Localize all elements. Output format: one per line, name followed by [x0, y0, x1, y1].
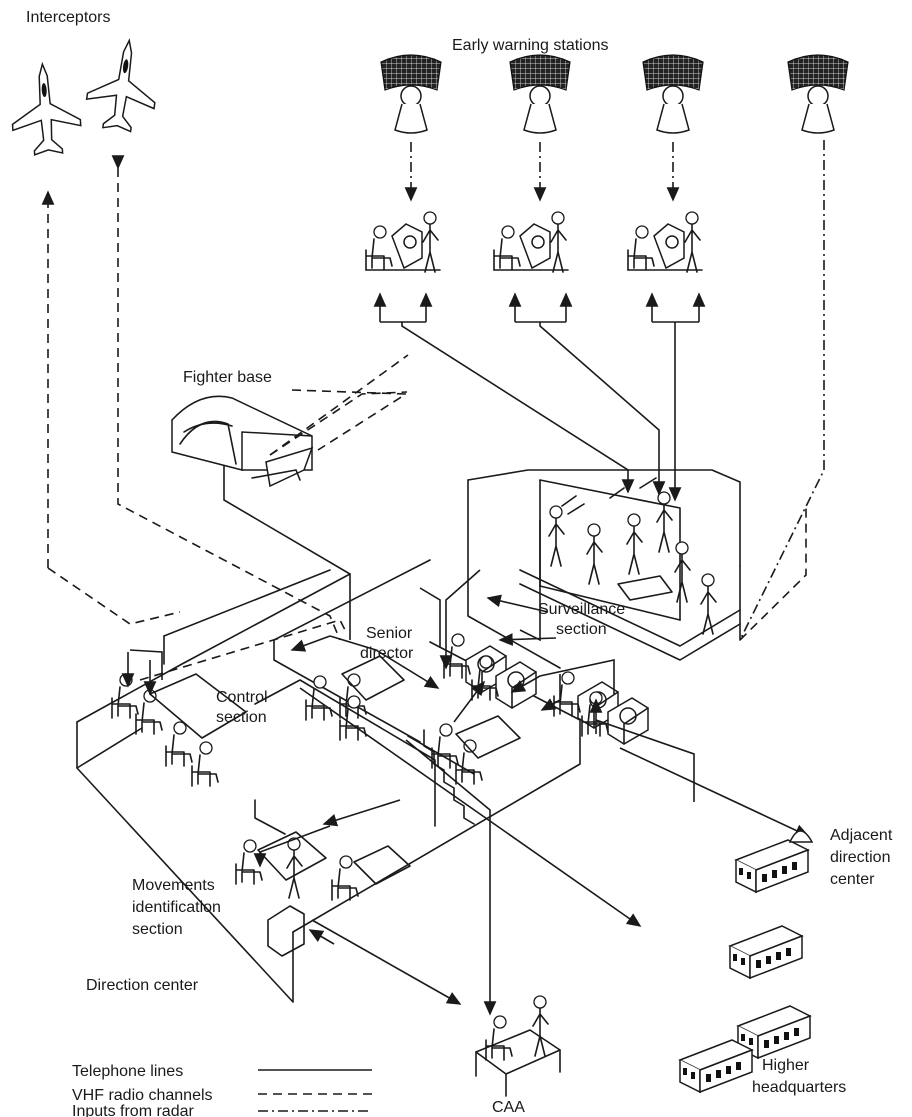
label-senior-director-1: Senior [366, 625, 413, 642]
label-surveillance-1: Surveillance [538, 601, 625, 618]
radar-input-lines [411, 140, 824, 640]
radar-station-2 [510, 55, 570, 133]
label-surveillance-2: section [556, 621, 607, 638]
control-section-people [112, 656, 520, 786]
label-interceptors: Interceptors [26, 9, 110, 26]
adjacent-direction-center [736, 831, 812, 892]
label-direction-center: Direction center [86, 977, 199, 994]
radar-station-1 [381, 55, 441, 133]
interceptor-plane-right [83, 36, 163, 135]
label-movements-2: identification [132, 899, 221, 916]
caa-office [476, 996, 560, 1096]
label-control-1: Control [216, 689, 268, 706]
legend-vhf-label: VHF radio channels [72, 1087, 213, 1104]
label-adjacent-3: center [830, 871, 875, 888]
label-senior-director-2: director [360, 645, 414, 662]
radar-operator-stations [366, 212, 702, 272]
legend-radar-label: Inputs from radar [72, 1103, 195, 1117]
label-adjacent-1: Adjacent [830, 827, 893, 844]
station-telephone-lines [380, 294, 699, 500]
label-movements-3: section [132, 921, 183, 938]
radar-station-4 [788, 55, 848, 133]
label-higher-2: headquarters [752, 1079, 846, 1096]
legend-telephone-label: Telephone lines [72, 1063, 183, 1080]
label-early-warning: Early warning stations [452, 37, 609, 54]
label-higher-1: Higher [762, 1057, 810, 1074]
legend [258, 1070, 372, 1111]
label-adjacent-2: direction [830, 849, 890, 866]
interceptor-plane-left [8, 62, 82, 157]
fighter-base [172, 396, 350, 640]
early-warning-radars [381, 55, 848, 133]
label-fighter-base: Fighter base [183, 369, 272, 386]
radar-station-3 [643, 55, 703, 133]
label-caa: CAA [492, 1099, 525, 1116]
label-movements-1: Movements [132, 877, 215, 894]
label-control-2: section [216, 709, 267, 726]
interceptor-planes [8, 36, 162, 157]
